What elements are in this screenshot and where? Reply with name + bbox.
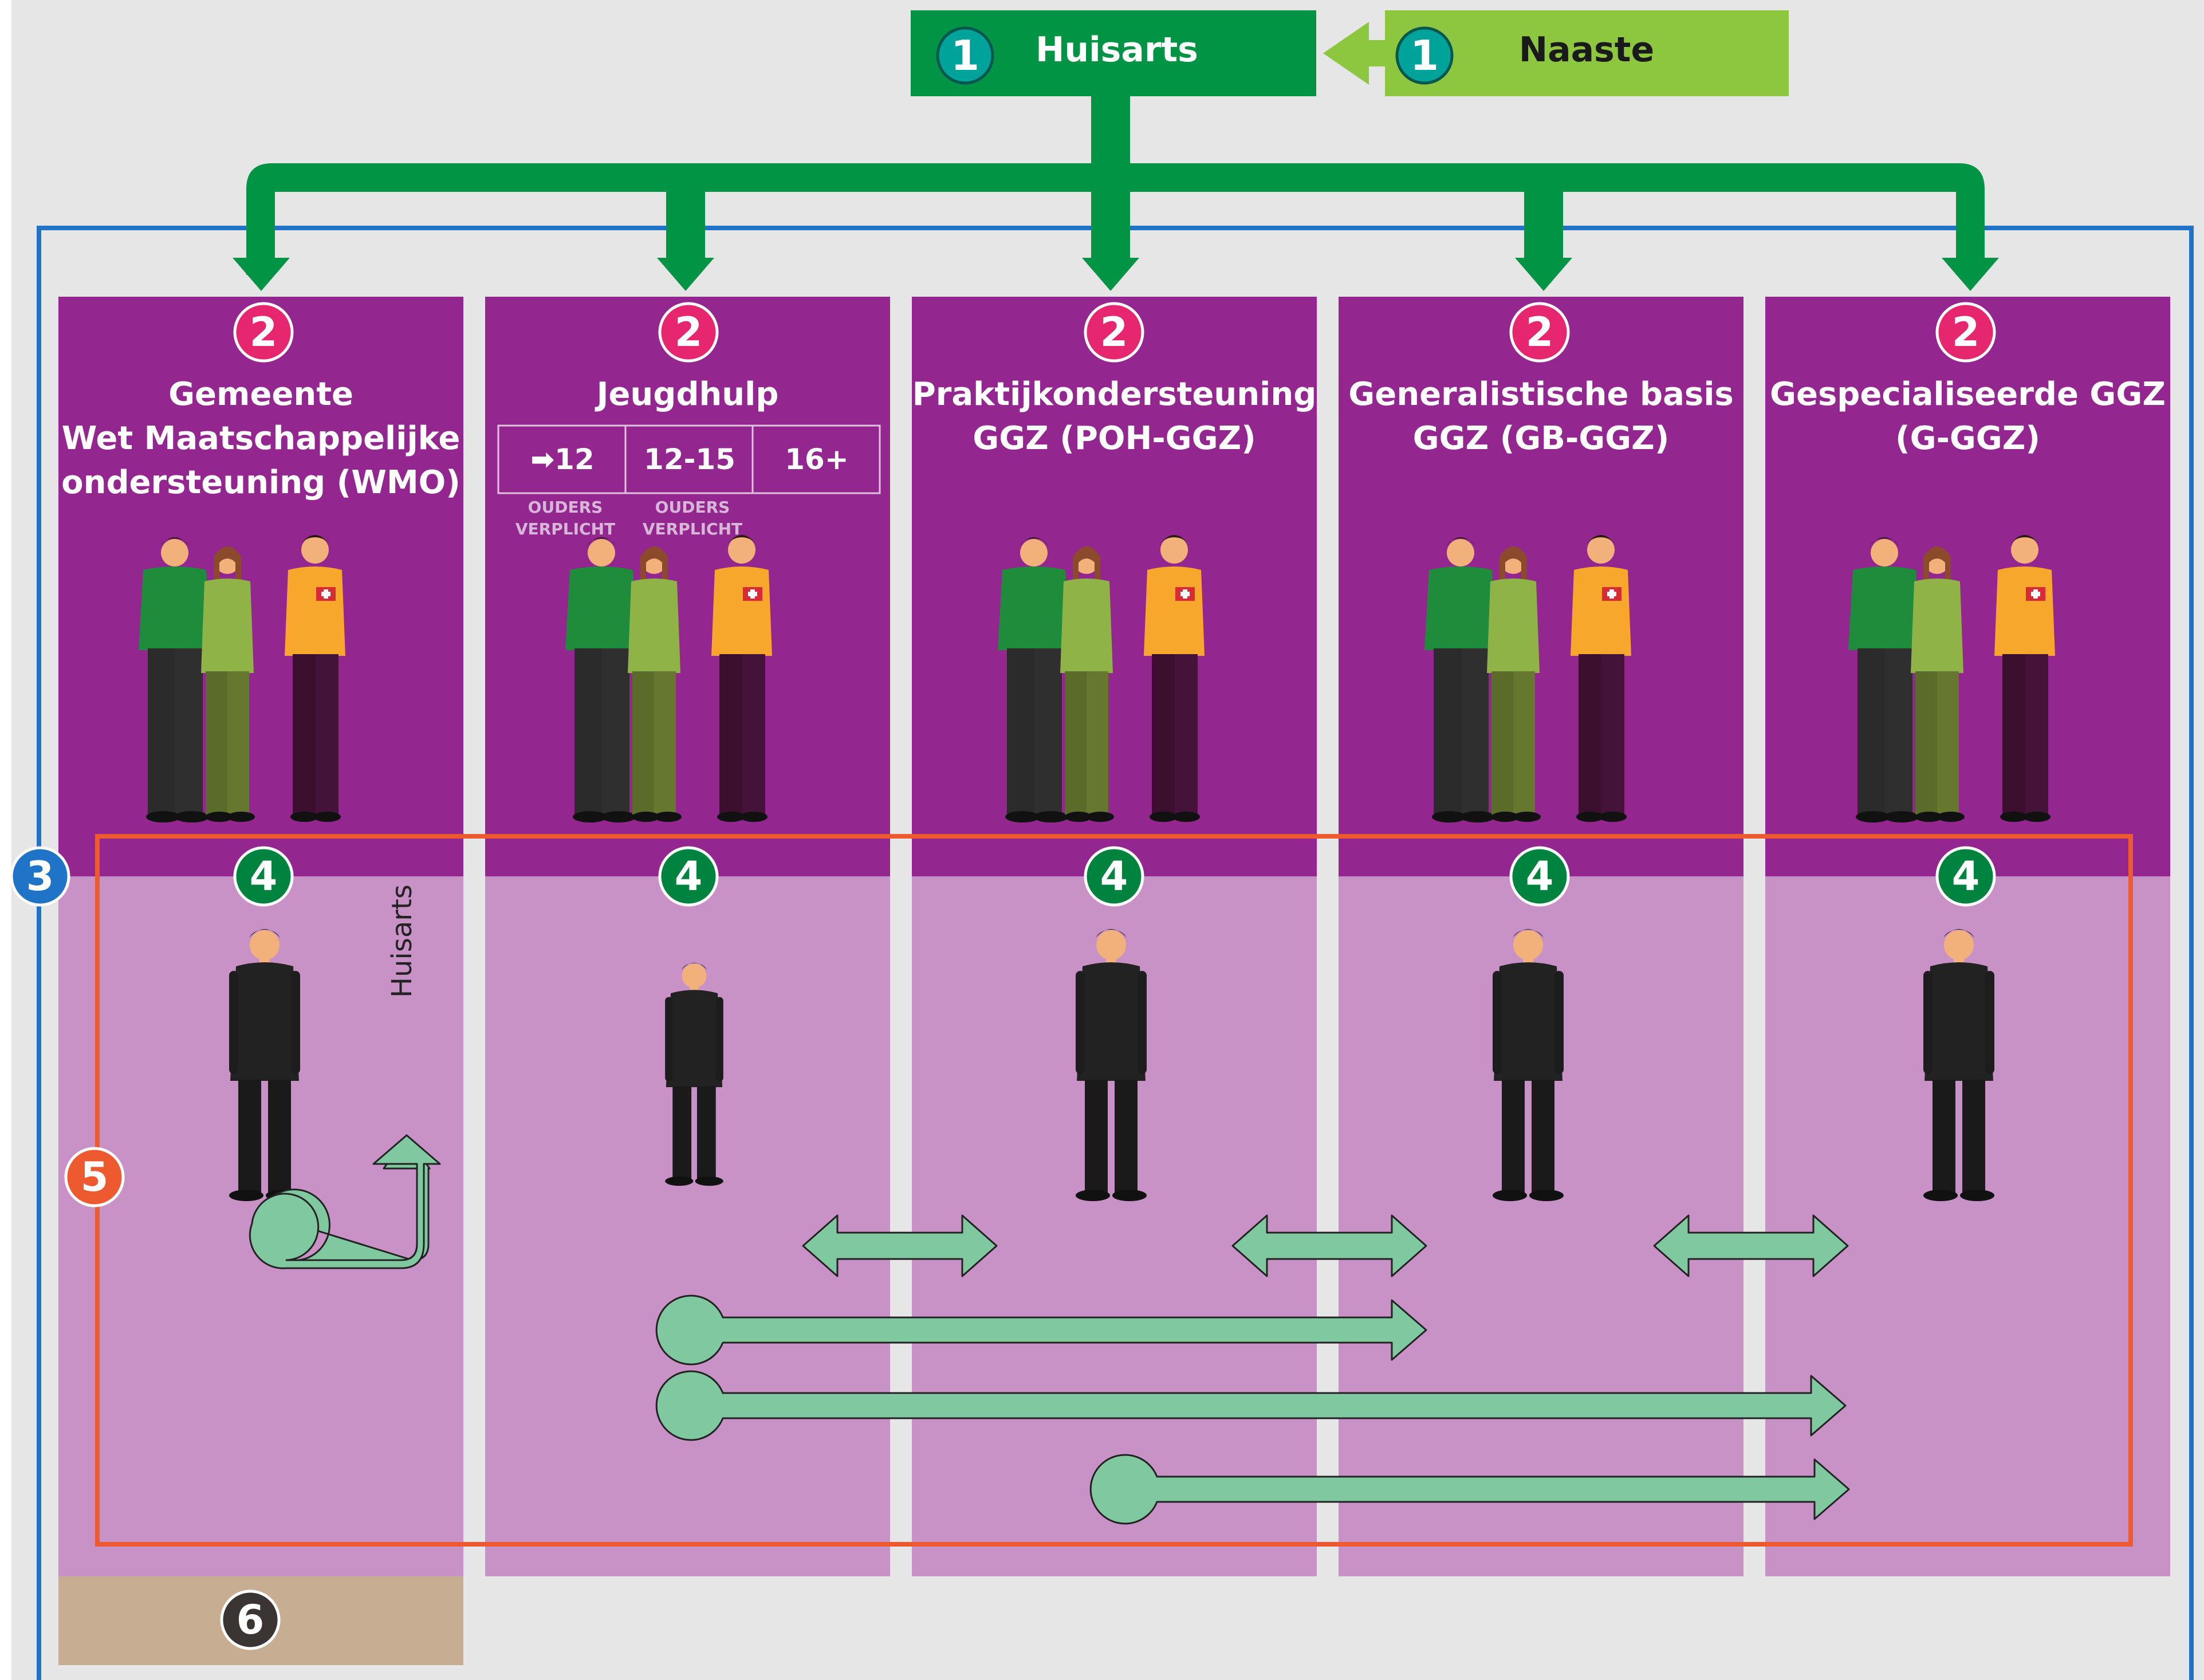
outer-frame-badge: 3 xyxy=(26,853,54,900)
column-3-title-line-1: Praktijkondersteuning xyxy=(912,376,1317,413)
double-arrow-1 xyxy=(802,1214,998,1277)
age-group-16-plus: 16+ xyxy=(785,443,849,476)
return-arrow-label: Huisarts xyxy=(386,884,418,998)
column-1-title-line-1: Gemeente xyxy=(168,376,353,413)
column-1-badge: 2 xyxy=(249,309,278,356)
column-4-title-line-2: GGZ (GB-GGZ) xyxy=(1412,420,1670,457)
column-4-badge: 2 xyxy=(1525,309,1554,356)
age-note-under-12: OUDERS VERPLICHT xyxy=(515,498,616,538)
long-arrow-2 xyxy=(655,1370,1847,1441)
inner-frame-badge: 5 xyxy=(80,1154,109,1201)
double-arrow-2 xyxy=(1231,1214,1427,1277)
age-group-table xyxy=(497,424,881,494)
column-5-badge: 2 xyxy=(1951,309,1980,356)
column-3-title: Praktijkondersteuning GGZ (POH-GGZ) xyxy=(912,372,1317,461)
column-2-title-line-1: Jeugdhulp xyxy=(596,376,779,413)
bottom-box-badge: 6 xyxy=(236,1596,265,1643)
column-2-badge: 2 xyxy=(674,309,703,356)
naaste-to-huisarts-arrow xyxy=(1323,22,1385,85)
column-4-title-line-1: Generalistische basis xyxy=(1348,376,1734,413)
column-1-title-line-3: ondersteuning (WMO) xyxy=(61,464,461,501)
column-1-person-badge: 4 xyxy=(249,853,278,900)
huisarts-label: Huisarts xyxy=(1036,30,1198,70)
column-5-title-line-2: (G-GGZ) xyxy=(1895,420,2040,457)
naaste-label: Naaste xyxy=(1518,30,1655,70)
column-3-title-line-2: GGZ (POH-GGZ) xyxy=(973,420,1256,457)
naaste-badge-number: 1 xyxy=(1410,32,1439,80)
column-4 xyxy=(1339,297,1743,1576)
badges xyxy=(10,26,1996,1650)
flow-arrows xyxy=(249,1134,1850,1525)
column-3-badge: 2 xyxy=(1100,309,1128,356)
column-1-title: Gemeente Wet Maatschappelijke ondersteun… xyxy=(58,372,463,505)
column-2-person-badge: 4 xyxy=(674,853,703,900)
long-arrow-1 xyxy=(655,1295,1427,1366)
column-2-title: Jeugdhulp xyxy=(485,372,890,416)
return-to-huisarts-arrow xyxy=(259,1134,431,1262)
age-group-12-15: 12-15 xyxy=(644,443,735,476)
column-1-title-line-2: Wet Maatschappelijke xyxy=(61,420,461,457)
column-5-title: Gespecialiseerde GGZ (G-GGZ) xyxy=(1765,372,2170,461)
column-4-title: Generalistische basis GGZ (GB-GGZ) xyxy=(1339,372,1743,461)
double-arrow-3 xyxy=(1653,1214,1849,1277)
long-arrow-3 xyxy=(1089,1454,1850,1525)
huisarts-badge-number: 1 xyxy=(951,32,980,80)
column-5-title-line-1: Gespecialiseerde GGZ xyxy=(1770,376,2166,413)
age-group-under-12: ➡12 xyxy=(530,443,595,476)
referral-arrows xyxy=(233,96,1999,291)
column-4-person-badge: 4 xyxy=(1525,853,1554,900)
age-note-12-15: OUDERS VERPLICHT xyxy=(642,498,743,538)
column-3-person-badge: 4 xyxy=(1100,853,1128,900)
column-5-person-badge: 4 xyxy=(1951,853,1980,900)
